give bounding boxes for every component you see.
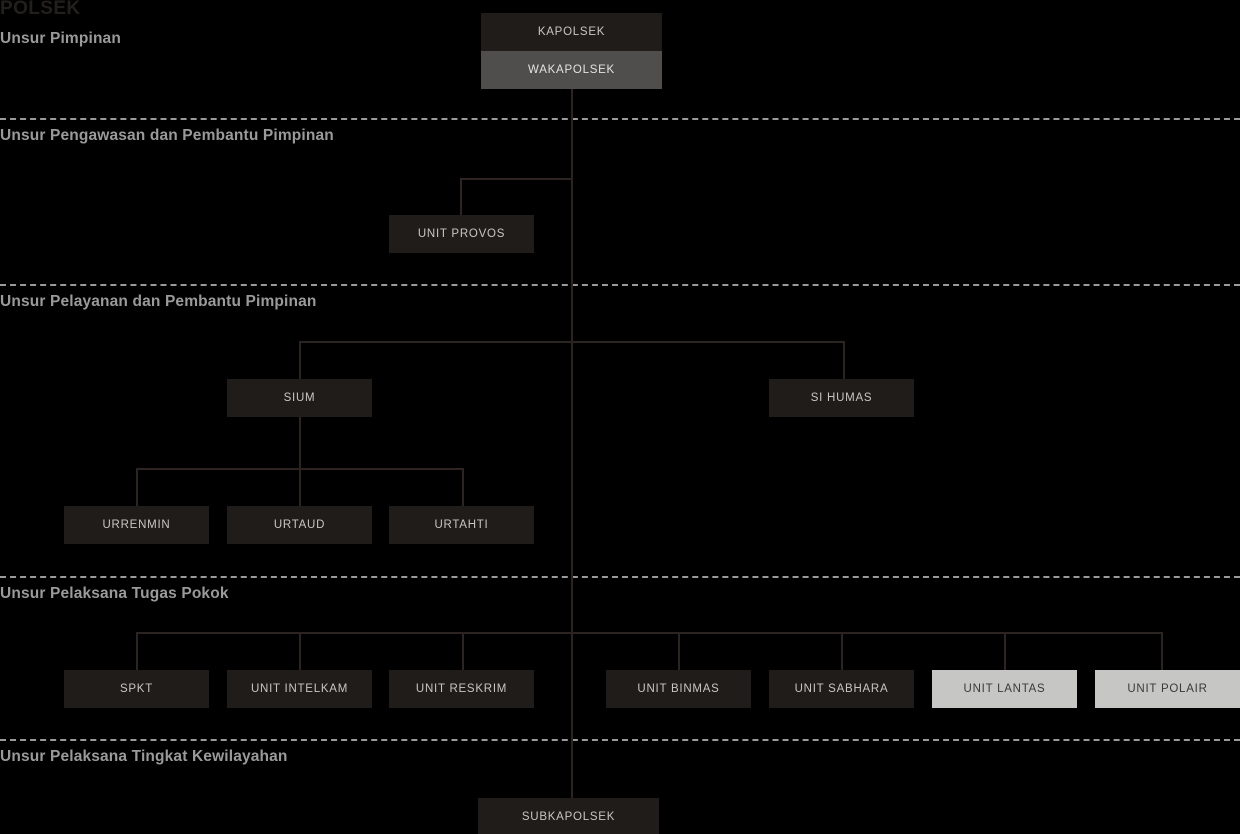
node-subkapolsek[interactable]: SUBKAPOLSEK xyxy=(478,798,659,834)
connector-drop-unit-binmas xyxy=(678,632,680,671)
node-unit-binmas[interactable]: UNIT BINMAS xyxy=(606,670,751,708)
connector-drop-unit-provos xyxy=(460,178,462,216)
connector-bus-provos xyxy=(460,178,573,180)
connector-drop-unit-intelkam xyxy=(299,632,301,671)
node-kapolsek[interactable]: KAPOLSEK xyxy=(481,13,662,51)
connector-drop-urrenmin xyxy=(136,468,138,507)
section-divider-pengawasan xyxy=(0,118,1240,120)
section-label-pelaksana: Unsur Pelaksana Tugas Pokok xyxy=(0,585,229,602)
node-urtahti[interactable]: URTAHTI xyxy=(389,506,534,544)
connector-drop-unit-sabhara xyxy=(841,632,843,671)
section-divider-kewilayahan xyxy=(0,739,1240,741)
connector-drop-spkt xyxy=(136,632,138,671)
section-label-pelayanan: Unsur Pelayanan dan Pembantu Pimpinan xyxy=(0,293,317,310)
node-si-humas[interactable]: SI HUMAS xyxy=(769,379,914,417)
connector-drop-urtahti xyxy=(462,468,464,507)
node-spkt[interactable]: SPKT xyxy=(64,670,209,708)
node-unit-provos[interactable]: UNIT PROVOS xyxy=(389,215,534,253)
section-label-kewilayahan: Unsur Pelaksana Tingkat Kewilayahan xyxy=(0,748,288,765)
connector-drop-sium xyxy=(299,341,301,380)
node-unit-polair[interactable]: UNIT POLAIR xyxy=(1095,670,1240,708)
node-unit-sabhara[interactable]: UNIT SABHARA xyxy=(769,670,914,708)
section-label-pengawasan: Unsur Pengawasan dan Pembantu Pimpinan xyxy=(0,127,334,144)
node-sium[interactable]: SIUM xyxy=(227,379,372,417)
node-unit-reskrim[interactable]: UNIT RESKRIM xyxy=(389,670,534,708)
connector-bus-pelayanan xyxy=(299,341,845,343)
connector-stem-sium xyxy=(299,417,301,469)
connector-bus-pelaksana xyxy=(136,632,1162,634)
connector-drop-urtaud xyxy=(299,468,301,507)
page-title: POLSEK xyxy=(0,0,81,19)
node-wakapolsek[interactable]: WAKAPOLSEK xyxy=(481,51,662,89)
node-urrenmin[interactable]: URRENMIN xyxy=(64,506,209,544)
node-unit-lantas[interactable]: UNIT LANTAS xyxy=(932,670,1077,708)
node-unit-intelkam[interactable]: UNIT INTELKAM xyxy=(227,670,372,708)
connector-drop-unit-lantas xyxy=(1004,632,1006,671)
node-urtaud[interactable]: URTAUD xyxy=(227,506,372,544)
section-label-pimpinan: Unsur Pimpinan xyxy=(0,30,121,47)
section-divider-pelayanan xyxy=(0,284,1240,286)
connector-drop-unit-polair xyxy=(1161,632,1163,671)
connector-spine-main xyxy=(571,87,573,799)
connector-drop-unit-reskrim xyxy=(462,632,464,671)
section-divider-pelaksana xyxy=(0,576,1240,578)
connector-drop-si-humas xyxy=(843,341,845,380)
